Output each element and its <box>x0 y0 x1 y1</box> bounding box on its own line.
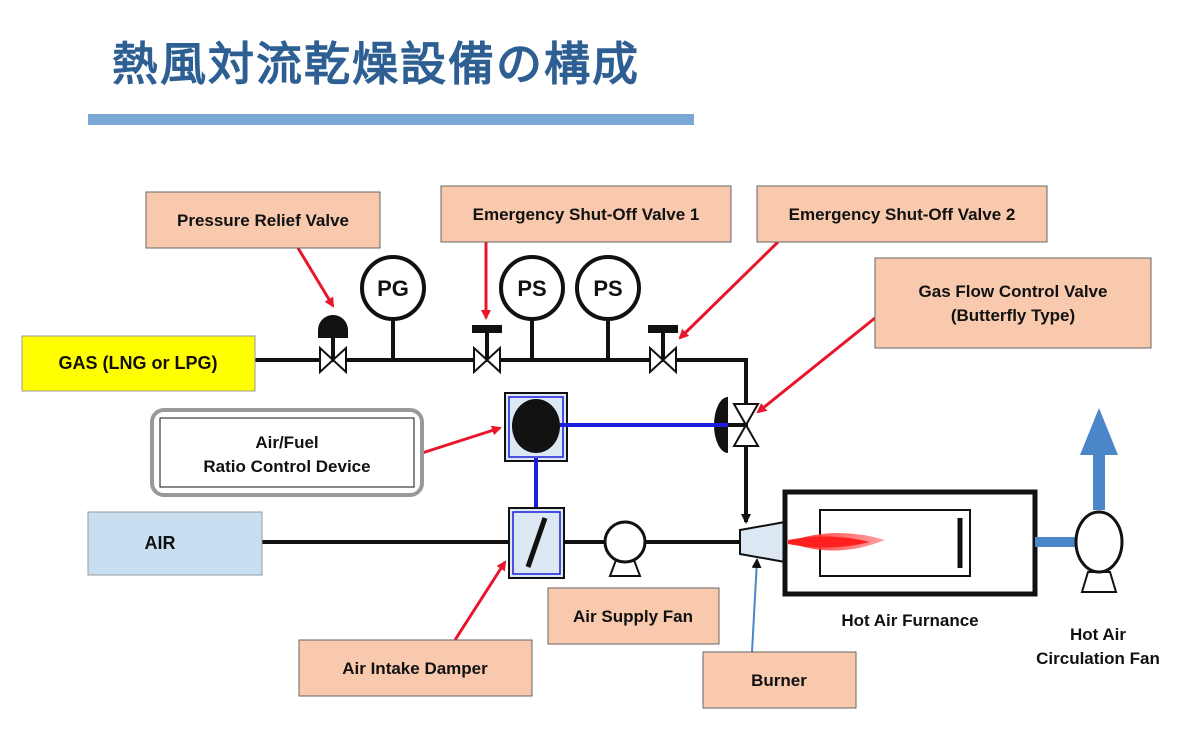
title-underline <box>88 114 694 125</box>
pressure-switch-icon <box>499 255 565 321</box>
air-intake-callout <box>298 639 533 697</box>
callout-arrow <box>453 560 507 641</box>
page-title: 熱風対流乾燥設備の構成 <box>112 37 640 91</box>
circulation-fan-icon <box>1074 510 1124 593</box>
esv2-label: Emergency Shut-Off Valve 2 <box>789 205 1016 224</box>
afr-label-line2: Ratio Control Device <box>203 457 370 476</box>
burner-icon <box>739 520 786 564</box>
pressure-relief-valve-icon <box>318 315 348 375</box>
pressure-switch-icon <box>575 255 641 321</box>
burner-callout <box>702 651 857 709</box>
air-supply-fan-callout <box>547 587 720 645</box>
ratio-controller-icon <box>512 399 560 453</box>
gas-source-label: GAS (LNG or LPG) <box>59 353 218 373</box>
pressure-gauge-icon <box>360 255 426 321</box>
air-source-box <box>87 511 263 576</box>
gauge-ps-label-1: PS <box>517 276 546 301</box>
flame-icon <box>788 532 885 551</box>
air-intake-label: Air Intake Damper <box>342 659 488 678</box>
furnace-label: Hot Air Furnance <box>841 611 978 630</box>
afr-label-line1: Air/Fuel <box>255 433 318 452</box>
esv1-label: Emergency Shut-Off Valve 1 <box>473 205 700 224</box>
esv2-callout <box>756 185 1048 243</box>
shutoff-valve-1-icon <box>472 325 502 375</box>
gas-source-box <box>21 335 256 392</box>
gauge-pg-label: PG <box>377 276 409 301</box>
gas-flow-valve-callout <box>874 257 1152 349</box>
callout-arrow <box>296 247 335 308</box>
exhaust-arrow-icon <box>1080 408 1118 455</box>
air-supply-fan-icon <box>603 520 647 577</box>
callout-arrow <box>678 240 780 340</box>
air-source-label: AIR <box>145 533 176 553</box>
pressure-relief-label: Pressure Relief Valve <box>177 211 349 230</box>
burner-pointer <box>751 558 762 653</box>
gas-flow-label-line1: Gas Flow Control Valve <box>919 282 1108 301</box>
gauge-ps-label-2: PS <box>593 276 622 301</box>
circulation-fan-label-line2: Circulation Fan <box>1036 649 1160 668</box>
circulation-fan-label-line1: Hot Air <box>1070 625 1126 644</box>
furnace-icon <box>782 489 1038 597</box>
pressure-relief-callout <box>145 191 381 249</box>
air-supply-fan-label: Air Supply Fan <box>573 607 693 626</box>
gas-flow-label-line2: (Butterfly Type) <box>951 306 1075 325</box>
burner-label: Burner <box>751 671 807 690</box>
callout-arrow <box>756 316 876 414</box>
air-intake-damper-icon <box>508 507 565 579</box>
esv1-callout <box>440 185 732 243</box>
callout-arrow <box>421 425 502 455</box>
shutoff-valve-2-icon <box>648 325 678 375</box>
